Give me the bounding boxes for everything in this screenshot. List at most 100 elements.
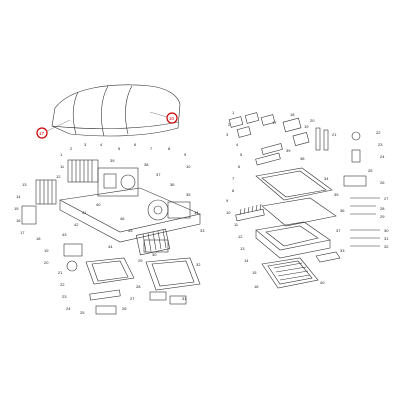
callout[interactable]: 23	[62, 294, 67, 299]
callout[interactable]: 22	[376, 130, 381, 135]
callout[interactable]: 34	[194, 210, 199, 215]
callout[interactable]: 24	[380, 154, 385, 159]
top-cover-inner-ridge-3	[125, 85, 133, 135]
callout[interactable]: 8	[232, 188, 235, 193]
callout[interactable]: 19	[304, 124, 309, 129]
highlighted-callout-ring-right[interactable]	[166, 112, 178, 124]
callout[interactable]: 33	[200, 228, 205, 233]
callout[interactable]: 45	[128, 228, 133, 233]
callout[interactable]: 31	[384, 236, 389, 241]
callout[interactable]: 3	[84, 142, 87, 147]
callout[interactable]: 28	[380, 206, 385, 211]
callout[interactable]: 22	[60, 282, 65, 287]
callout[interactable]: 18	[290, 112, 295, 117]
callout[interactable]: 10	[226, 210, 231, 215]
callout[interactable]: 4	[236, 142, 239, 147]
callout[interactable]: 11	[234, 222, 239, 227]
callout[interactable]: 2	[70, 146, 73, 151]
callout[interactable]: 17	[20, 230, 25, 235]
callout[interactable]: 24	[66, 306, 71, 311]
callout[interactable]: 35	[186, 192, 191, 197]
callout[interactable]: 1	[232, 110, 235, 115]
callout[interactable]: 18	[36, 236, 41, 241]
callout[interactable]: 21	[332, 132, 337, 137]
callout[interactable]: 35	[334, 192, 339, 197]
callout[interactable]: 16	[16, 218, 21, 223]
callout[interactable]: 38	[300, 156, 305, 161]
callout[interactable]: 29	[380, 214, 385, 219]
callout[interactable]: 32	[196, 262, 201, 267]
callout-17[interactable]: 17	[39, 131, 45, 136]
callout[interactable]: 9	[184, 152, 187, 157]
callout[interactable]: 13	[240, 246, 245, 251]
callout[interactable]: 6	[134, 142, 137, 147]
callout[interactable]: 12	[56, 174, 61, 179]
callout[interactable]: 37	[336, 228, 341, 233]
callout[interactable]: 16	[254, 284, 259, 289]
callout[interactable]: 25	[80, 310, 85, 315]
callout[interactable]: 32	[384, 244, 389, 249]
callout[interactable]: 40	[320, 280, 325, 285]
callout[interactable]: 7	[150, 146, 153, 151]
callout[interactable]: 30	[384, 228, 389, 233]
callout[interactable]: 9	[226, 198, 229, 203]
callout[interactable]: 27	[130, 296, 135, 301]
mid-tray	[261, 197, 337, 227]
callout[interactable]: 28	[136, 284, 141, 289]
callout[interactable]: 8	[168, 146, 171, 151]
callout[interactable]: 34	[324, 176, 329, 181]
callout[interactable]: 5	[240, 152, 243, 157]
callout[interactable]: 30	[152, 252, 157, 257]
callout[interactable]: 39	[110, 158, 115, 163]
return-air-grille	[145, 257, 201, 291]
callout[interactable]: 43	[62, 232, 67, 237]
filter-pad	[236, 126, 252, 138]
callout[interactable]: 4	[100, 142, 103, 147]
callout[interactable]: 1	[60, 152, 63, 157]
callout[interactable]: 29	[138, 258, 143, 263]
highlighted-callout-ring-left[interactable]	[36, 127, 48, 139]
callout[interactable]: 36	[170, 182, 175, 187]
callout[interactable]: 44	[108, 244, 113, 249]
callout[interactable]: 42	[74, 222, 79, 227]
callout[interactable]: 40	[96, 202, 101, 207]
callout[interactable]: 21	[58, 270, 63, 275]
callout[interactable]: 15	[14, 206, 19, 211]
callout[interactable]: 3	[226, 132, 229, 137]
callout[interactable]: 27	[384, 196, 389, 201]
callout[interactable]: 15	[252, 270, 257, 275]
right-callouts: 1 2 3 4 5 6 7 8 9 10 11 12 13 14 15 16 1…	[226, 110, 389, 289]
callout[interactable]: 26	[122, 306, 127, 311]
callout[interactable]: 11	[60, 164, 65, 169]
side-coil-fins	[39, 180, 53, 204]
callout[interactable]: 2	[228, 122, 231, 127]
callout[interactable]: 19	[44, 248, 49, 253]
callout[interactable]: 20	[310, 118, 315, 123]
top-cover	[51, 84, 181, 137]
control-box	[21, 205, 37, 225]
callout[interactable]: 36	[340, 208, 345, 213]
callout[interactable]: 37	[156, 172, 161, 177]
callout[interactable]: 17	[272, 120, 277, 125]
callout[interactable]: 10	[186, 164, 191, 169]
callout[interactable]: 7	[232, 176, 235, 181]
callout[interactable]: 41	[82, 210, 87, 215]
callout[interactable]: 39	[286, 148, 291, 153]
bracket	[143, 239, 169, 253]
callout[interactable]: 38	[144, 162, 149, 167]
callout[interactable]: 46	[120, 216, 125, 221]
callout[interactable]: 20	[44, 260, 49, 265]
callout[interactable]: 14	[16, 194, 21, 199]
callout[interactable]: 33	[340, 248, 345, 253]
callout[interactable]: 12	[238, 234, 243, 239]
callout[interactable]: 25	[368, 168, 373, 173]
callout-10[interactable]: 10	[169, 116, 175, 121]
callout[interactable]: 6	[238, 164, 241, 169]
callout[interactable]: 23	[378, 142, 383, 147]
callout[interactable]: 13	[22, 182, 27, 187]
callout[interactable]: 14	[244, 258, 249, 263]
callout[interactable]: 31	[182, 296, 187, 301]
callout[interactable]: 26	[380, 180, 385, 185]
callout[interactable]: 5	[118, 146, 121, 151]
control-module	[103, 173, 117, 189]
